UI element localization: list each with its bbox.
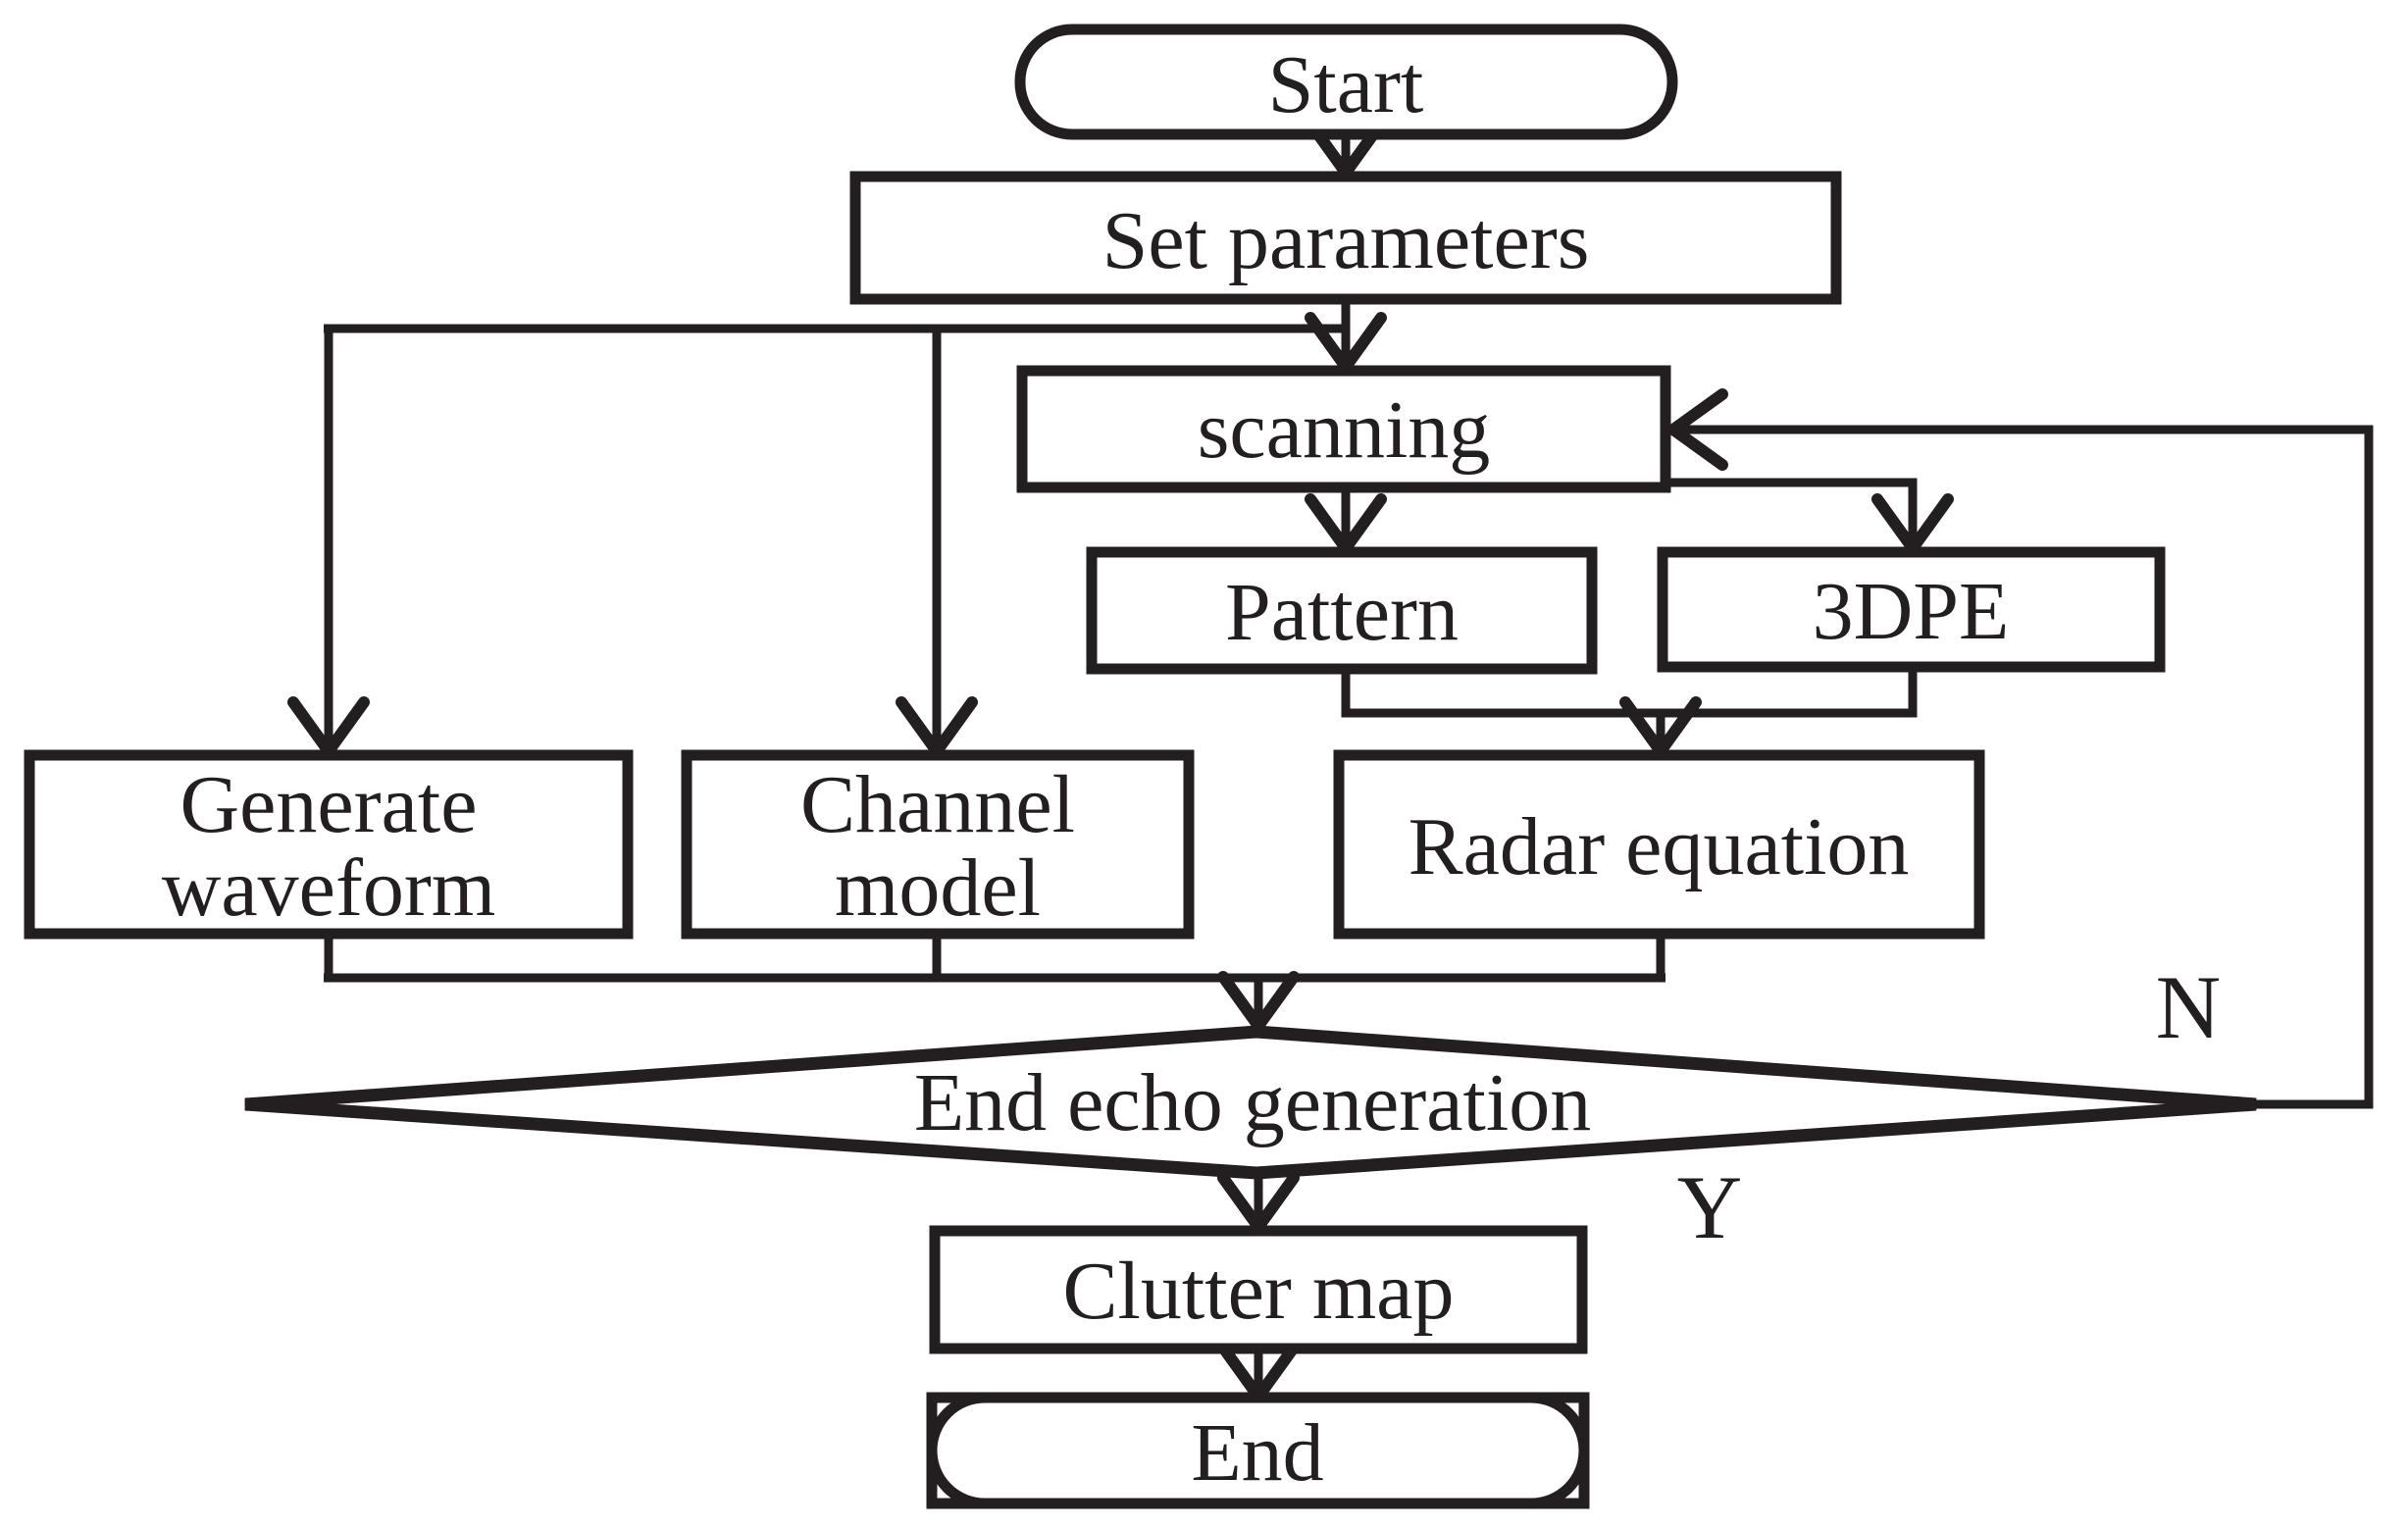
start-label: Start: [1268, 39, 1424, 130]
edge-scanning-to-pattern: [1305, 487, 1387, 554]
edge-clutter-map-to-end: [1217, 1342, 1300, 1402]
node-generate-waveform: Generate waveform: [24, 749, 634, 940]
generate-waveform-line1: Generate: [179, 759, 477, 850]
end-echo-generation-label: End echo generation: [914, 1057, 1591, 1148]
node-pattern: Pattern: [1086, 546, 1598, 675]
edge-to-generate-waveform: [287, 325, 370, 757]
node-3dpe: 3DPE: [1657, 546, 2166, 673]
node-start: Start: [1014, 24, 1678, 140]
generate-waveform-line2: waveform: [162, 842, 496, 934]
channel-model-line1: Channel: [800, 759, 1075, 850]
edge-collector-to-decision: [324, 934, 1665, 1032]
clutter-map-label: Clutter map: [1063, 1246, 1455, 1337]
edge-set-parameters-branch: [324, 299, 1387, 373]
node-end-echo-generation-decision: End echo generation: [244, 1025, 2257, 1180]
node-clutter-map: Clutter map: [929, 1225, 1588, 1354]
node-scanning: scanning: [1016, 365, 1671, 493]
edge-decision-no-feedback: [1667, 388, 2374, 1109]
node-radar-equation: Radar equation: [1333, 749, 1985, 940]
edge-pattern-3dpe-to-radar-equation: [1341, 667, 1918, 757]
node-set-parameters: Set parameters: [849, 171, 1842, 305]
node-end: End: [926, 1392, 1590, 1509]
end-label: End: [1191, 1407, 1323, 1499]
radar-equation-label: Radar equation: [1409, 801, 1910, 892]
set-parameters-label: Set parameters: [1102, 195, 1590, 286]
branch-label-yes: Y: [1677, 1157, 1742, 1257]
edge-decision-yes-to-clutter-map: [1217, 1172, 1300, 1233]
channel-model-line2: model: [835, 842, 1041, 934]
branch-label-no: N: [2156, 957, 2221, 1057]
pattern-label: Pattern: [1225, 567, 1459, 658]
node-channel-model: Channel model: [681, 749, 1195, 940]
edge-to-channel-model: [896, 325, 978, 757]
scanning-label: scanning: [1198, 384, 1491, 476]
3dpe-label: 3DPE: [1813, 566, 2010, 657]
edge-scanning-to-3dpe: [1662, 478, 1954, 554]
